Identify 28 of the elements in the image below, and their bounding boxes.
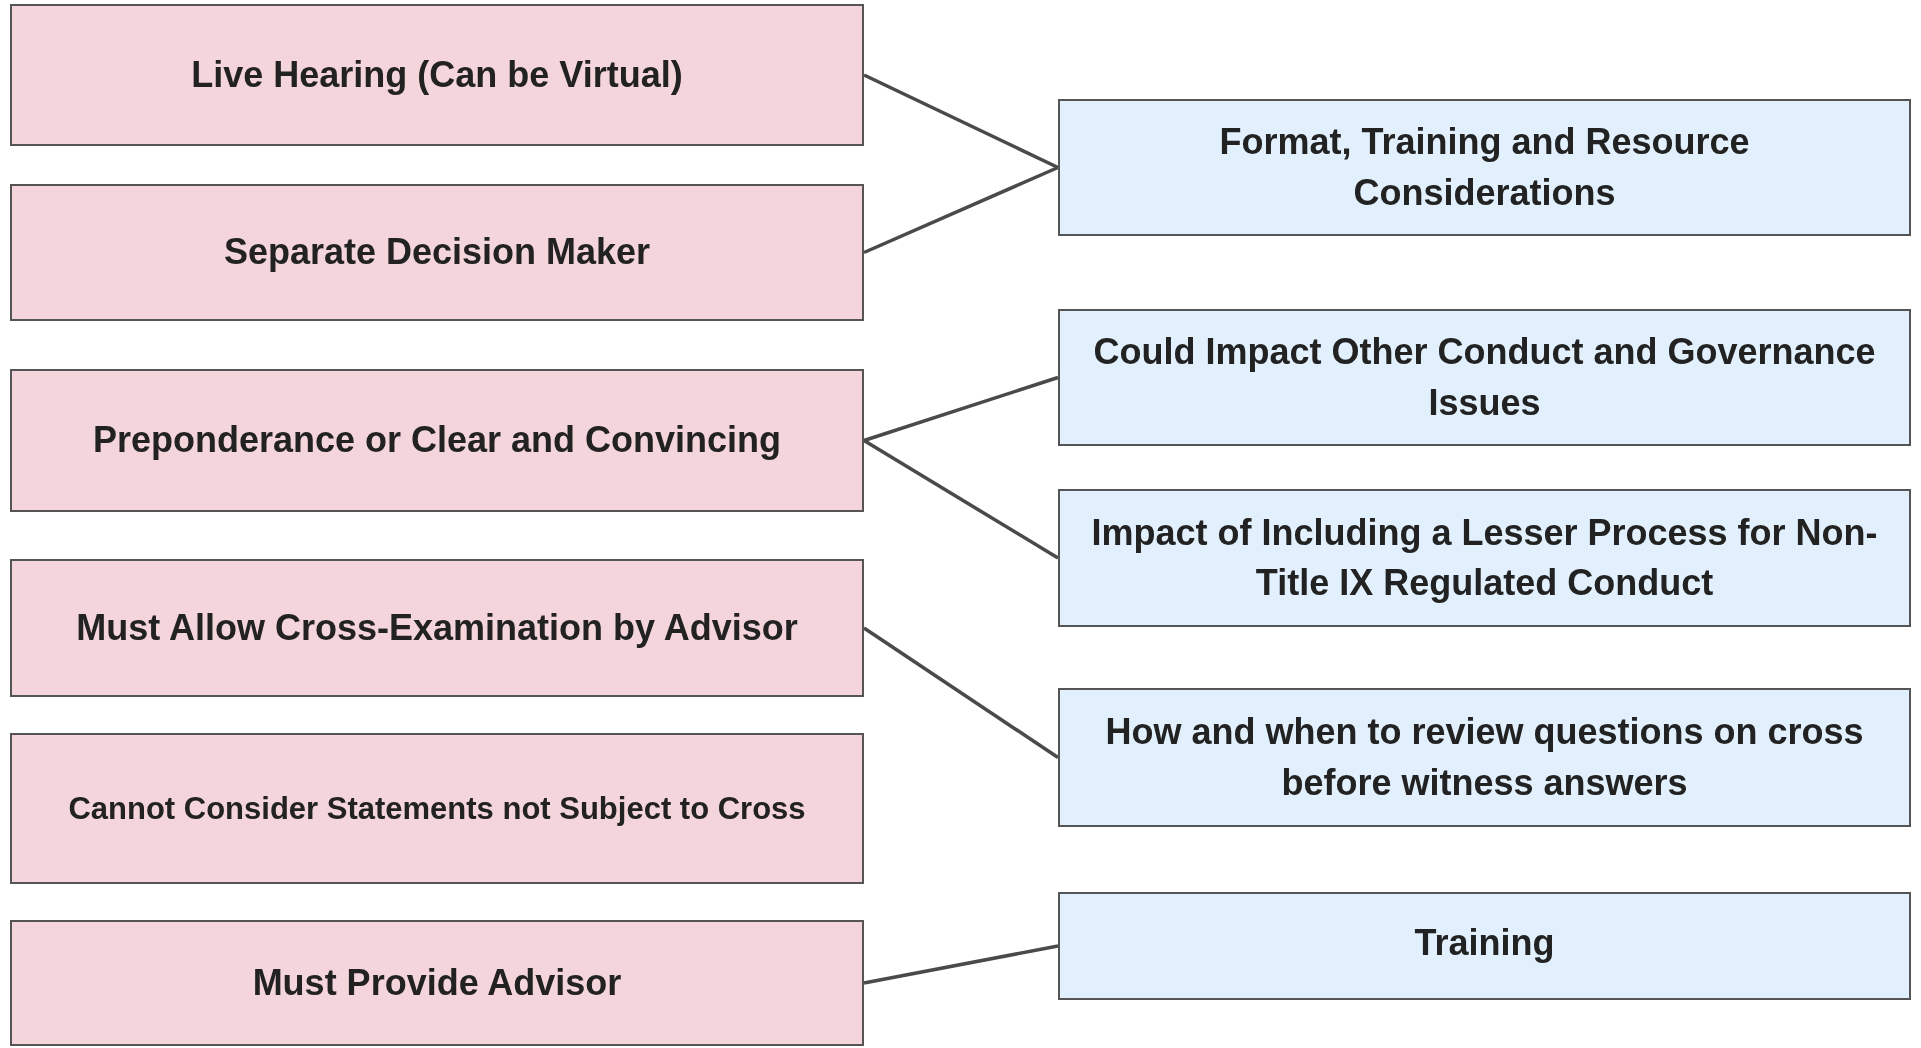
connector-line [863,439,1059,560]
text-box [1058,309,1911,446]
box-label: Cannot Consider Statements not Subject to Cross [68,789,806,828]
connector-line [863,375,1059,443]
box-label: Preponderance or Clear and Convincing [92,418,782,463]
text-box [10,184,864,321]
text-box [1058,892,1911,1000]
text-box [10,559,864,697]
text-box [10,4,864,146]
box-label: Must Provide Advisor [252,960,622,1005]
connector-line [863,626,1059,759]
connector-line [863,944,1059,985]
text-box [1058,688,1911,827]
text-box [1058,99,1911,236]
connector-line [863,165,1059,255]
connector-line [863,73,1059,170]
box-label: How and when to review questions on cross before witness answers [1104,710,1865,805]
text-box [1058,489,1911,627]
box-label: Separate Decision Maker [223,230,651,275]
text-box [10,733,864,884]
box-label: Format, Training and Resource Considerations [1218,120,1751,215]
box-label: Training [1414,921,1555,965]
text-box [10,920,864,1046]
box-label: Must Allow Cross-Examination by Advisor [76,605,798,650]
box-label: Could Impact Other Conduct and Governance Issues [1092,330,1877,425]
box-label: Live Hearing (Can be Virtual) [191,52,683,97]
text-box [10,369,864,512]
box-label: Impact of Including a Lesser Process for Non-Title IX Regulated Conduct [1090,510,1879,605]
